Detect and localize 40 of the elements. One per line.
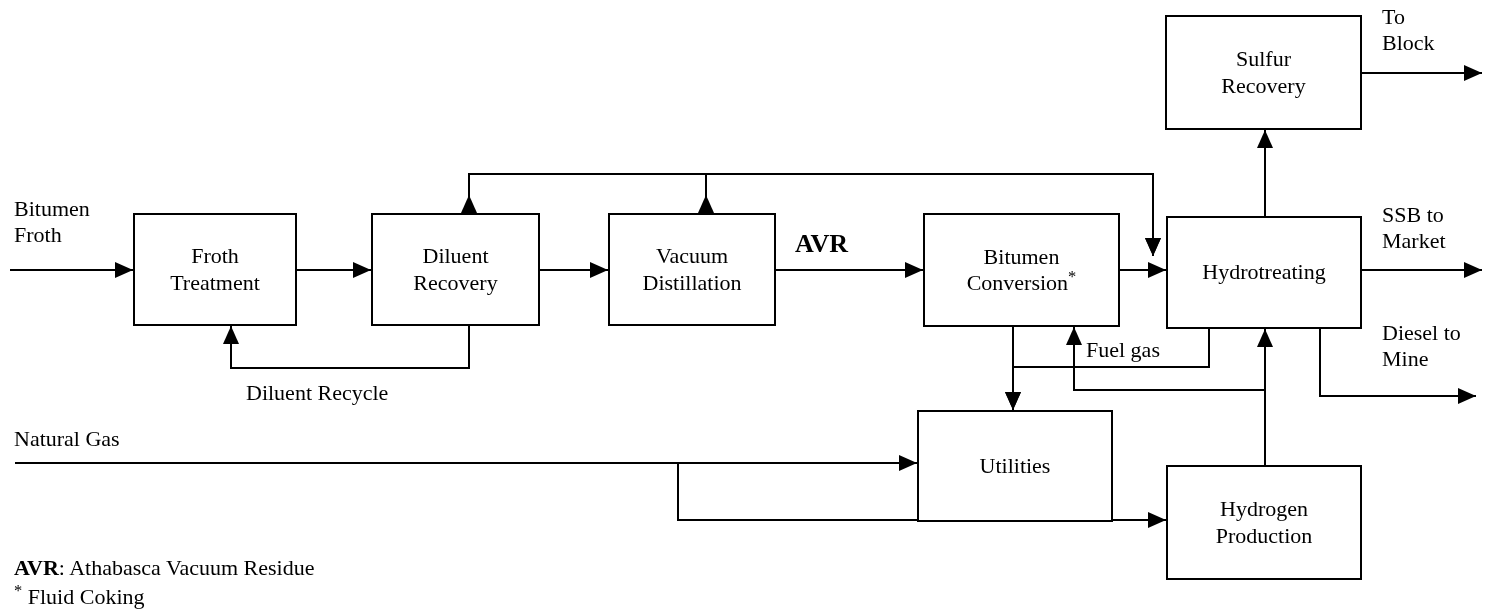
box-label: Hydrotreating: [1202, 259, 1326, 286]
edge-label: Diesel to Mine: [1382, 320, 1462, 373]
box-label: Hydrogen Production: [1214, 496, 1314, 549]
edge-label: Diluent Recycle: [246, 380, 390, 407]
edge-label: Fuel gas: [1086, 337, 1161, 364]
box-label: Utilities: [979, 452, 1051, 480]
arrow: [9, 262, 134, 278]
arrow: [1257, 129, 1273, 217]
edge-label: Natural Gas: [14, 426, 121, 453]
arrow: [296, 262, 372, 278]
process-box: [917, 410, 1113, 522]
edge-label: AVR: [795, 228, 850, 260]
process-box: [371, 213, 540, 326]
arrow: [1005, 326, 1021, 411]
edge-label: To Block: [1382, 4, 1436, 57]
arrow: [14, 455, 918, 471]
arrow: [539, 262, 609, 278]
edge-label: SSB to Market: [1382, 202, 1447, 255]
arrow: [775, 262, 924, 278]
box-label: Bitumen Conversion$^{*}$: [965, 243, 1078, 297]
arrow: [1319, 328, 1477, 404]
note-text: $^{*}$ Fluid Coking: [14, 584, 145, 611]
note-text: AVR: Athabasca Vacuum Residue: [14, 555, 315, 582]
process-box: [1166, 465, 1362, 580]
arrow: [1361, 262, 1483, 278]
process-box: [1165, 15, 1362, 130]
arrow: [698, 173, 1161, 257]
edge-label: Bitumen Froth: [14, 196, 91, 249]
process-box: [608, 213, 776, 326]
process-box: [923, 213, 1120, 327]
box-label: Froth Treatment: [169, 243, 261, 296]
box-label: Diluent Recovery: [412, 243, 499, 296]
process-box: [133, 213, 297, 326]
arrow: [223, 325, 470, 369]
arrow: [1361, 65, 1483, 81]
arrow: [1257, 328, 1273, 466]
box-label: Vacuum Distillation: [641, 243, 743, 296]
process-box: [1166, 216, 1362, 329]
arrow: [1119, 262, 1167, 278]
box-label: Sulfur Recovery: [1220, 46, 1307, 99]
